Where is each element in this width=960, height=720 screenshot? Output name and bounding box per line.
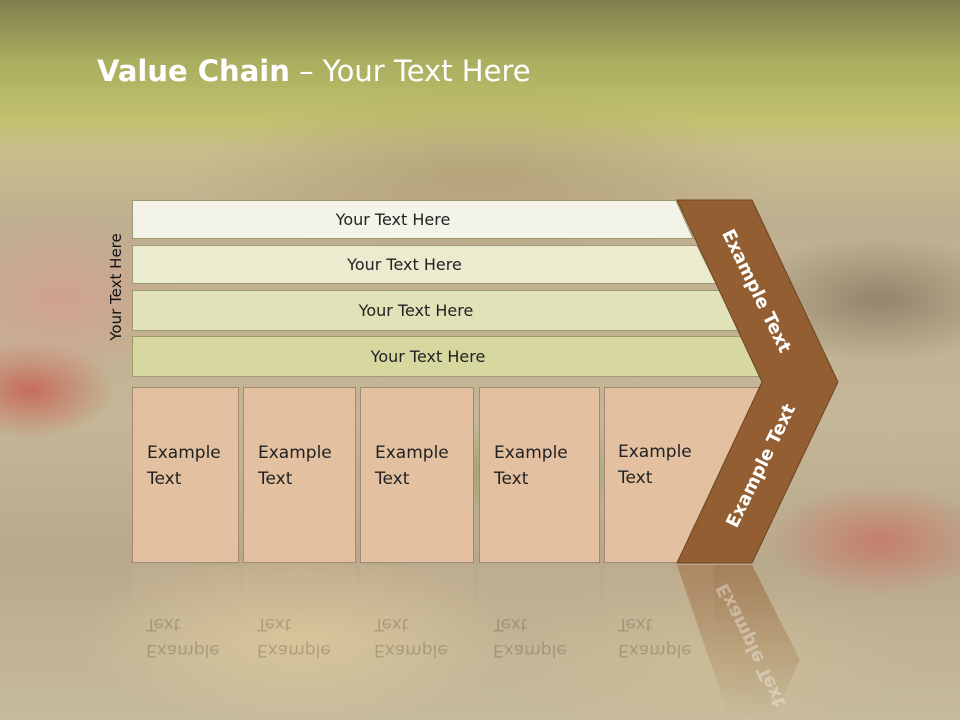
box-2-reflection: Example Text [243, 565, 356, 715]
box-5-line1: Example [618, 442, 692, 462]
box-5-reflection-line2: Text [618, 614, 653, 634]
box-4-reflection-line2: Text [493, 614, 528, 634]
box-4-reflection-line1: Example [493, 640, 567, 660]
box-4-line2: Text [494, 469, 529, 489]
box-3-reflection-line2: Text [374, 614, 409, 634]
box-5-line2: Text [618, 468, 653, 488]
title-rest: – Your Text Here [289, 54, 531, 88]
bar-4-label: Your Text Here [370, 347, 486, 366]
box-1-line2: Text [147, 469, 182, 489]
box-2-line1: Example [258, 443, 332, 463]
box-2-reflection-line2: Text [257, 614, 292, 634]
box-1-reflection: Example Text [132, 565, 239, 715]
box-1: Example Text [132, 387, 239, 563]
bar-3-label: Your Text Here [358, 301, 474, 320]
bar-1-shape [132, 200, 694, 239]
box-1-line1: Example [147, 443, 221, 463]
box-3-line2: Text [375, 469, 410, 489]
bar-3: Your Text Here [132, 290, 740, 331]
box-5-reflection-line1: Example [618, 640, 692, 660]
bar-2: Your Text Here [132, 245, 717, 284]
slide-title: Value Chain – Your Text Here [97, 54, 531, 88]
bar-1: Your Text Here [132, 200, 694, 239]
box-3: Example Text [360, 387, 474, 563]
bar-1-label: Your Text Here [335, 209, 451, 229]
box-3-reflection: Example Text [360, 565, 474, 715]
box-2: Example Text [243, 387, 356, 563]
box-1-reflection-line1: Example [146, 640, 220, 660]
bar-2-label: Your Text Here [347, 254, 462, 274]
box-4-line1: Example [494, 443, 568, 463]
box-2-line2: Text [258, 469, 293, 489]
bar-4: Your Text Here [132, 336, 764, 377]
box-3-line1: Example [375, 443, 449, 463]
box-4: Example Text [479, 387, 600, 563]
box-1-reflection-line2: Text [146, 614, 181, 634]
box-4-reflection: Example Text [479, 565, 600, 715]
box-2-reflection-line1: Example [257, 640, 331, 660]
box-3-reflection-line1: Example [374, 640, 448, 660]
title-bold: Value Chain [97, 54, 290, 88]
box-5-reflection: Example Text [604, 565, 714, 715]
box-5: Example Text [604, 387, 714, 563]
